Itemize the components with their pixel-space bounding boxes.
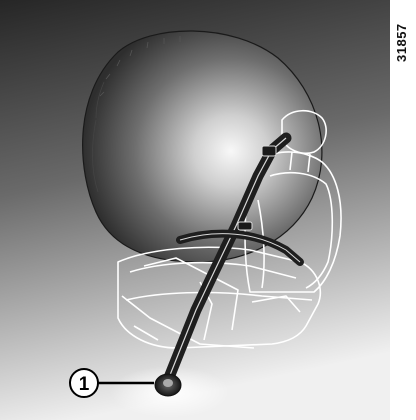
figure-reference-code: 31857 xyxy=(394,8,414,78)
seat-belt-anchor xyxy=(155,374,181,396)
callout-1-label: 1 xyxy=(79,374,90,395)
illustration: 1 xyxy=(0,0,390,420)
airbag xyxy=(83,31,322,262)
